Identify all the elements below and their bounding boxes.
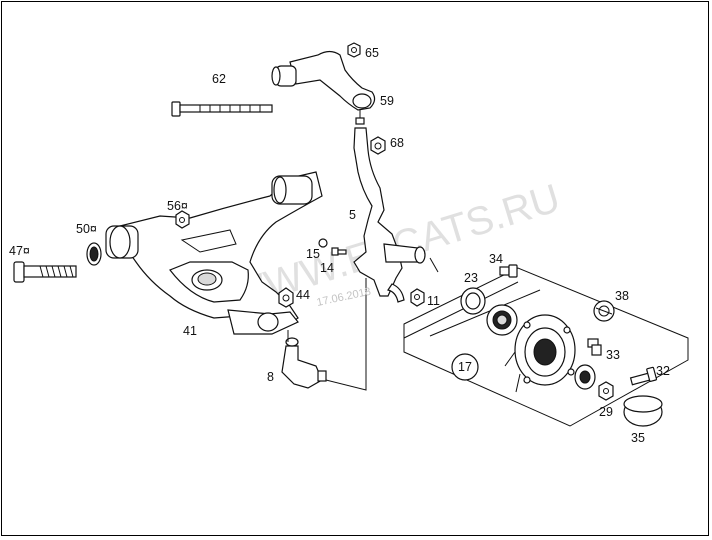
washer-50[interactable]: [86, 242, 102, 266]
seal-23[interactable]: [460, 287, 486, 315]
callout-59: 59: [380, 94, 394, 108]
bolt-62[interactable]: [171, 101, 273, 117]
callout-34: 34: [489, 252, 503, 266]
steering-knuckle-5[interactable]: [353, 127, 439, 303]
callout-56: 56¤: [167, 199, 188, 213]
callout-17: 17: [458, 360, 472, 374]
dust-cap-35[interactable]: [623, 395, 663, 427]
callout-41: 41: [183, 324, 197, 338]
callout-68: 68: [390, 136, 404, 150]
lock-washer-38[interactable]: [593, 300, 615, 322]
ball-joint-8[interactable]: [281, 330, 327, 389]
callout-11: 11: [427, 294, 440, 308]
callout-15: 15: [306, 247, 320, 261]
bearing-17-inner[interactable]: [486, 304, 518, 336]
callout-44: 44: [296, 288, 310, 302]
bolt-33[interactable]: [587, 338, 602, 356]
nut-11[interactable]: [410, 288, 425, 307]
callout-38: 38: [615, 289, 629, 303]
callout-62: 62: [212, 72, 226, 86]
leader-line-8: [325, 278, 367, 391]
callout-23: 23: [464, 271, 478, 285]
callout-65: 65: [365, 46, 379, 60]
callout-35: 35: [631, 431, 645, 445]
nut-29[interactable]: [598, 381, 614, 401]
callout-32: 32: [656, 364, 670, 378]
callout-circle-17: [451, 353, 479, 381]
bolt-47[interactable]: [13, 261, 77, 283]
wheel-hub[interactable]: [504, 314, 576, 393]
bolt-32[interactable]: [629, 366, 658, 386]
callout-47: 47¤: [9, 244, 30, 258]
callout-14: 14: [320, 261, 334, 275]
nut-44[interactable]: [278, 287, 294, 308]
bolt-34[interactable]: [499, 264, 518, 278]
bolt-14[interactable]: [331, 247, 347, 256]
callout-29: 29: [599, 405, 613, 419]
callout-5: 5: [349, 208, 356, 222]
nut-56[interactable]: [175, 210, 190, 229]
lower-control-arm-41[interactable]: [105, 171, 323, 335]
nut-68[interactable]: [370, 136, 386, 155]
nut-65[interactable]: [347, 42, 361, 58]
callout-50: 50¤: [76, 222, 97, 236]
callout-33: 33: [606, 348, 620, 362]
hub-assembly-outline: [403, 267, 689, 427]
bolt-15[interactable]: [318, 238, 328, 248]
bearing-29-outer[interactable]: [574, 364, 596, 390]
upper-control-arm-59[interactable]: [271, 50, 376, 125]
callout-8: 8: [267, 370, 274, 384]
